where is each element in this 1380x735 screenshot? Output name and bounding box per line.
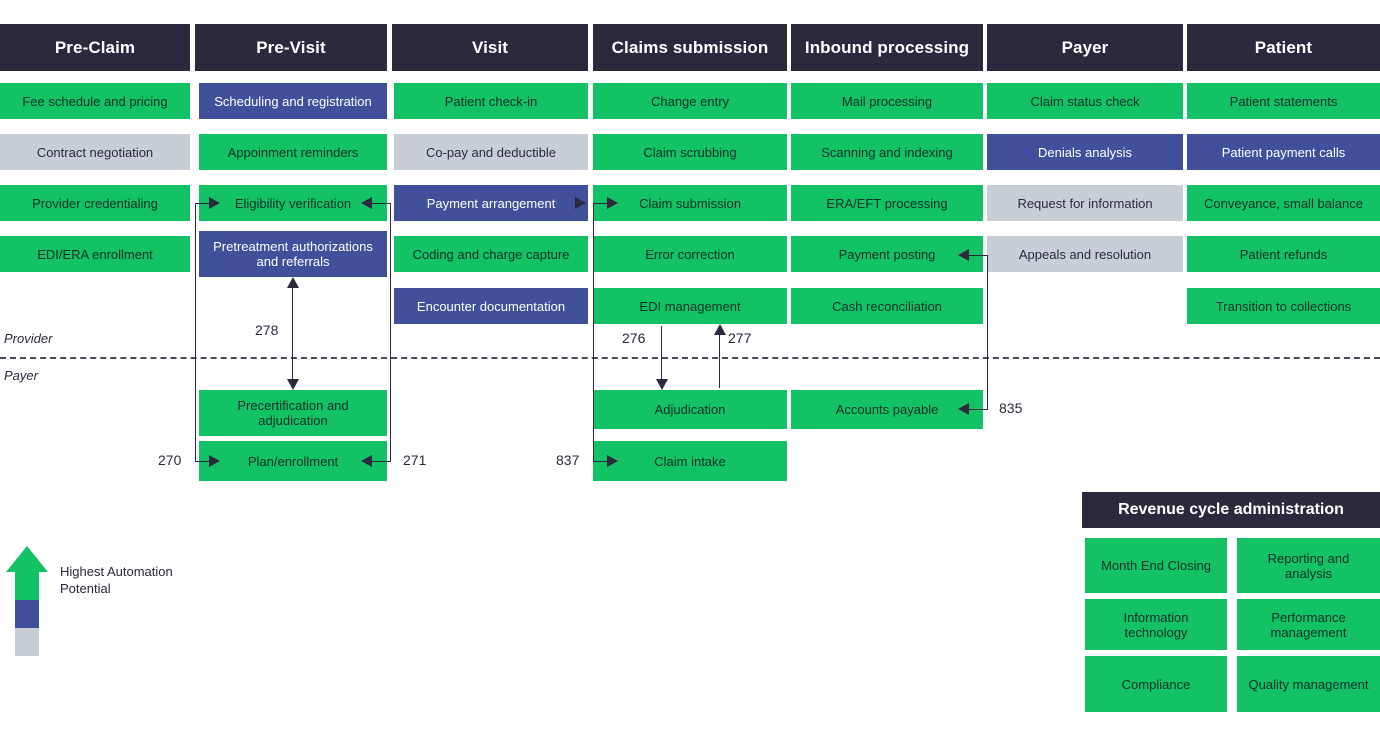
activity-conveyance-small-balance[interactable]: Conveyance, small balance	[1187, 185, 1380, 221]
activity-contract-negotiation[interactable]: Contract negotiation	[0, 134, 190, 170]
legend-segment-gray	[15, 628, 39, 656]
connector-835-rail	[987, 255, 988, 409]
activity-denials-analysis[interactable]: Denials analysis	[987, 134, 1183, 170]
activity-pretreatment-authorizations-and-referrals[interactable]: Pretreatment authorizations and referral…	[199, 231, 387, 277]
connector-837-rail	[593, 203, 594, 461]
activity-eligibility-verification[interactable]: Eligibility verification	[199, 185, 387, 221]
legend-segment-blue	[15, 600, 39, 628]
activity-precertification-and-adjudication[interactable]: Precertification and adjudication	[199, 390, 387, 436]
activity-patient-payment-calls[interactable]: Patient payment calls	[1187, 134, 1380, 170]
activity-accounts-payable[interactable]: Accounts payable	[791, 390, 983, 429]
activity-scanning-and-indexing[interactable]: Scanning and indexing	[791, 134, 983, 170]
activity-fee-schedule-and-pricing[interactable]: Fee schedule and pricing	[0, 83, 190, 119]
connector-270-top-arrowhead	[209, 197, 220, 209]
connector-270-top-stub	[195, 203, 213, 204]
edge-label-835: 835	[999, 400, 1023, 416]
column-header-patient: Patient	[1187, 24, 1380, 71]
rca-item-performance-management[interactable]: Performance management	[1237, 599, 1380, 650]
connector-835-top-stub	[969, 255, 988, 256]
edge-label-278: 278	[255, 322, 279, 338]
activity-edi-management[interactable]: EDI management	[593, 288, 787, 324]
column-header-pre-claim: Pre-Claim	[0, 24, 190, 71]
activity-plan-enrollment[interactable]: Plan/enrollment	[199, 441, 387, 481]
edge-label-276: 276	[622, 330, 646, 346]
activity-patient-check-in[interactable]: Patient check-in	[394, 83, 588, 119]
connector-visit-to-claims-arrowhead	[575, 197, 586, 209]
connector-278-down-arrowhead	[287, 379, 299, 390]
connector-837-bottom-arrowhead	[607, 455, 618, 467]
activity-claim-intake[interactable]: Claim intake	[593, 441, 787, 481]
connector-837-top-stub	[593, 203, 610, 204]
connector-277-line	[719, 330, 720, 388]
activity-adjudication[interactable]: Adjudication	[593, 390, 787, 429]
edge-label-837: 837	[556, 452, 580, 468]
activity-payment-arrangement[interactable]: Payment arrangement	[394, 185, 588, 221]
connector-277-arrowhead	[714, 324, 726, 335]
activity-request-for-information[interactable]: Request for information	[987, 185, 1183, 221]
rca-item-information-technology[interactable]: Information technology	[1085, 599, 1227, 650]
connector-837-top-arrowhead	[607, 197, 618, 209]
connector-270-bottom-arrowhead	[209, 455, 220, 467]
rca-item-reporting-and-analysis[interactable]: Reporting and analysis	[1237, 538, 1380, 593]
swimlane-label-provider: Provider	[4, 331, 53, 346]
connector-276-arrowhead	[656, 379, 668, 390]
column-header-inbound-processing: Inbound processing	[791, 24, 983, 71]
connector-837-bottom-stub	[593, 461, 610, 462]
connector-835-top-arrowhead	[958, 249, 969, 261]
connector-276-line	[661, 326, 662, 382]
rca-item-quality-management[interactable]: Quality management	[1237, 656, 1380, 712]
connector-271-rail	[390, 203, 391, 461]
column-header-claims-submission: Claims submission	[593, 24, 787, 71]
activity-patient-statements[interactable]: Patient statements	[1187, 83, 1380, 119]
rca-item-month-end-closing[interactable]: Month End Closing	[1085, 538, 1227, 593]
connector-278-line	[292, 283, 293, 387]
revenue-cycle-administration-title: Revenue cycle administration	[1082, 492, 1380, 528]
activity-appointment-reminders[interactable]: Appoinment reminders	[199, 134, 387, 170]
connector-270-rail	[195, 203, 196, 461]
legend-label: Highest Automation Potential	[60, 564, 173, 596]
column-header-pre-visit: Pre-Visit	[195, 24, 387, 71]
provider-payer-divider	[0, 357, 1380, 359]
activity-coding-and-charge-capture[interactable]: Coding and charge capture	[394, 236, 588, 272]
edge-label-271: 271	[403, 452, 427, 468]
legend-arrow-head-icon	[6, 546, 48, 572]
activity-patient-refunds[interactable]: Patient refunds	[1187, 236, 1380, 272]
activity-cash-reconciliation[interactable]: Cash reconciliation	[791, 288, 983, 324]
activity-claim-submission[interactable]: Claim submission	[593, 185, 787, 221]
activity-edi-era-enrollment[interactable]: EDI/ERA enrollment	[0, 236, 190, 272]
rca-item-compliance[interactable]: Compliance	[1085, 656, 1227, 712]
activity-era-eft-processing[interactable]: ERA/EFT processing	[791, 185, 983, 221]
connector-270-bottom-stub	[195, 461, 213, 462]
activity-provider-credentialing[interactable]: Provider credentialing	[0, 185, 190, 221]
connector-271-top-arrowhead	[361, 197, 372, 209]
column-header-payer: Payer	[987, 24, 1183, 71]
connector-271-bottom-arrowhead	[361, 455, 372, 467]
activity-change-entry[interactable]: Change entry	[593, 83, 787, 119]
activity-claim-scrubbing[interactable]: Claim scrubbing	[593, 134, 787, 170]
activity-error-correction[interactable]: Error correction	[593, 236, 787, 272]
edge-label-270: 270	[158, 452, 182, 468]
connector-278-up-arrowhead	[287, 277, 299, 288]
activity-claim-status-check[interactable]: Claim status check	[987, 83, 1183, 119]
legend-segment-green	[15, 571, 39, 600]
activity-transition-to-collections[interactable]: Transition to collections	[1187, 288, 1380, 324]
edge-label-277: 277	[728, 330, 752, 346]
column-header-visit: Visit	[392, 24, 588, 71]
activity-co-pay-and-deductible[interactable]: Co-pay and deductible	[394, 134, 588, 170]
activity-payment-posting[interactable]: Payment posting	[791, 236, 983, 272]
connector-271-bottom-stub	[372, 461, 391, 462]
swimlane-label-payer: Payer	[4, 368, 38, 383]
activity-encounter-documentation[interactable]: Encounter documentation	[394, 288, 588, 324]
connector-835-bottom-arrowhead	[958, 403, 969, 415]
activity-scheduling-and-registration[interactable]: Scheduling and registration	[199, 83, 387, 119]
activity-mail-processing[interactable]: Mail processing	[791, 83, 983, 119]
connector-271-top-stub	[372, 203, 391, 204]
connector-835-bottom-stub	[969, 409, 988, 410]
activity-appeals-and-resolution[interactable]: Appeals and resolution	[987, 236, 1183, 272]
